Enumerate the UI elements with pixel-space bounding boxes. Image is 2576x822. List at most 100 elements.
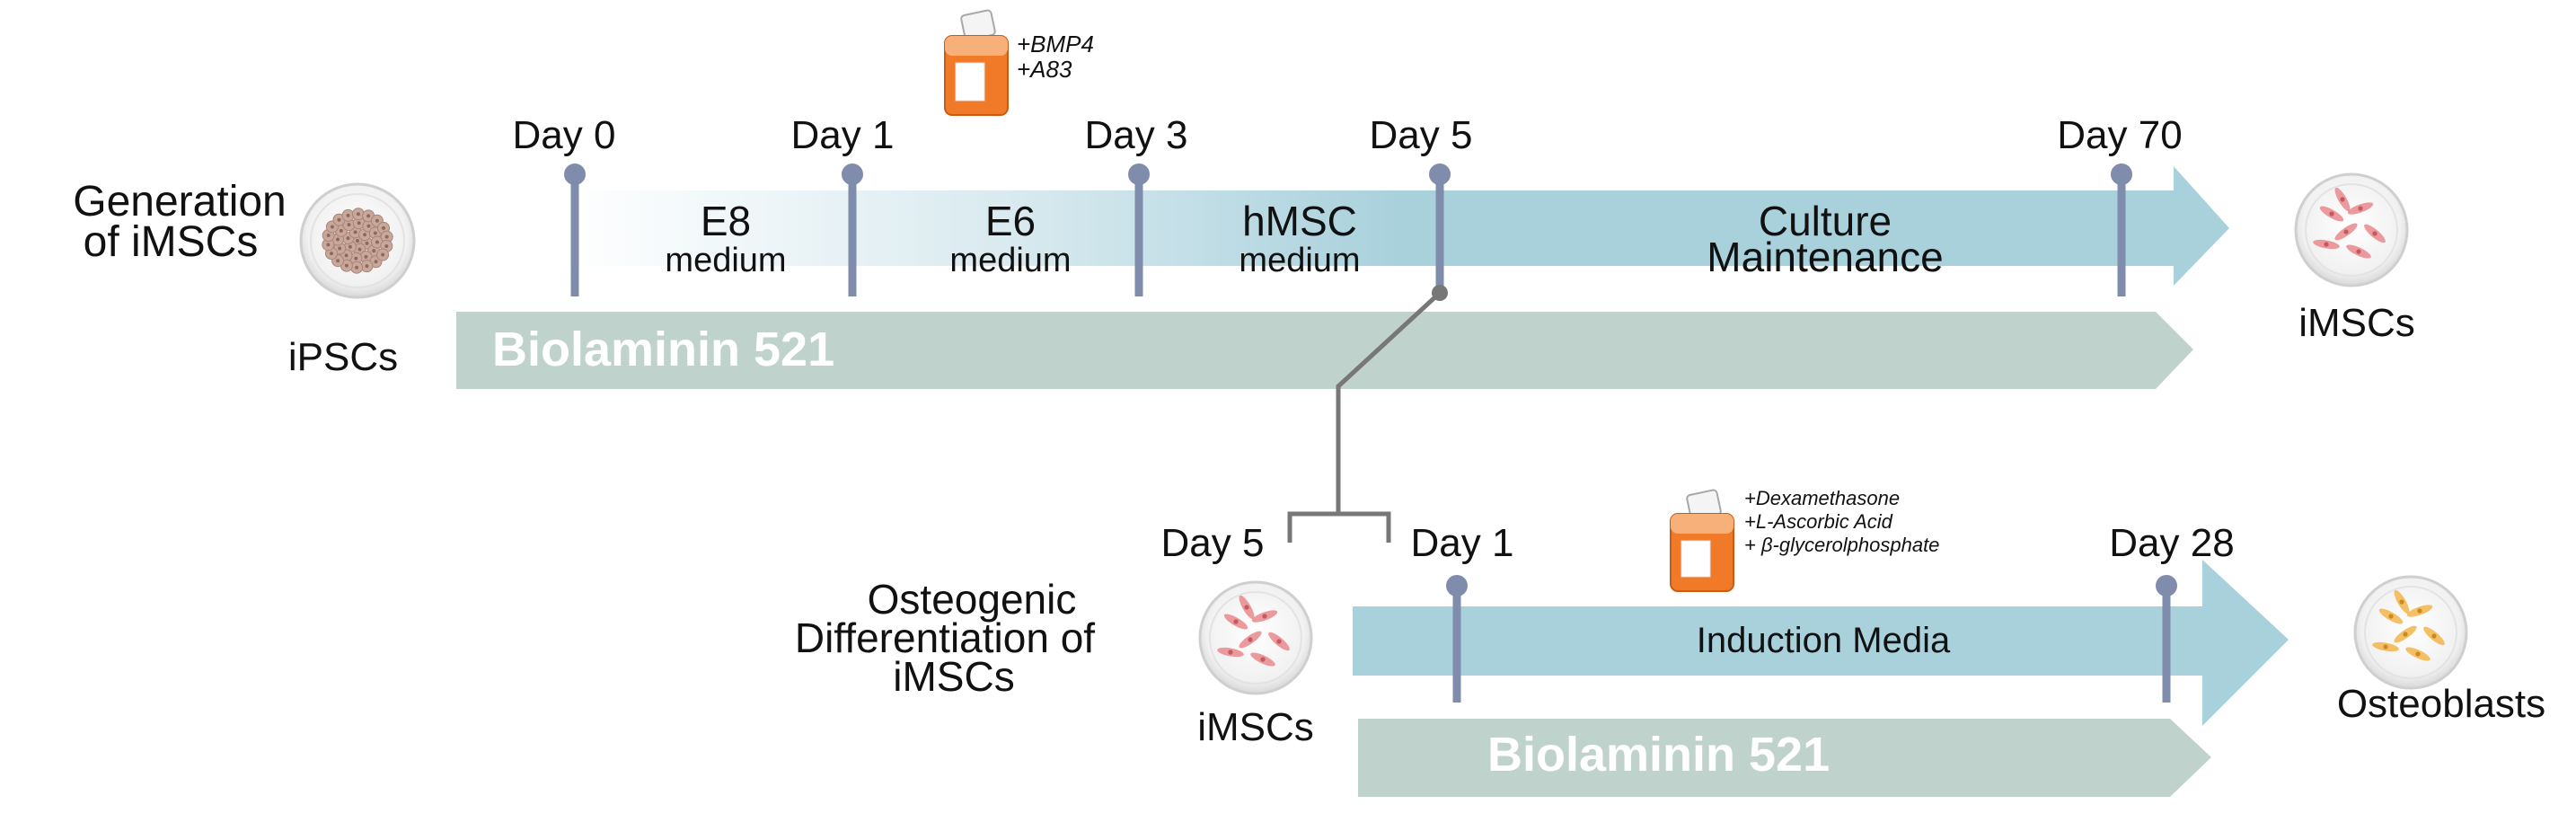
ipsc-label: iPSCs [288, 335, 398, 379]
ipsc-cell-nucleus [384, 243, 389, 248]
cell-nucleus [2356, 249, 2361, 254]
osteogenic-title-line1: Osteogenic [868, 576, 1077, 623]
ipsc-cell-nucleus [339, 228, 343, 233]
bottom-substrate-arrow [1358, 719, 2211, 797]
imsc-source-label: iMSCs [1197, 705, 1314, 749]
cell-nucleus [2417, 608, 2422, 614]
ipsc-cell-nucleus [338, 246, 342, 251]
day-1-label: Day 1 [791, 113, 895, 157]
ipsc-cell-nucleus [326, 234, 331, 238]
cell-nucleus [2372, 231, 2378, 236]
bottom-day-28-pin [2156, 575, 2177, 703]
day-0-label: Day 0 [513, 113, 616, 157]
day-3-label: Day 3 [1085, 113, 1188, 157]
osteogenic-title-line3: iMSCs [893, 653, 1014, 700]
cell-nucleus [2343, 229, 2349, 234]
bottom-day-5-label: Day 5 [1161, 521, 1265, 565]
bottom-day-28-label: Day 28 [2109, 521, 2234, 565]
supplement-ascorbic-acid: +L-Ascorbic Acid [1744, 510, 1893, 533]
ipsc-cell-nucleus [366, 214, 371, 218]
generation-title-line2: of iMSCs [84, 218, 259, 266]
ipsc-cell-nucleus [329, 252, 333, 256]
stage-culture: Culture [1759, 198, 1892, 244]
stage-maintenance: Maintenance [1707, 234, 1943, 280]
cell-nucleus [1228, 650, 1233, 655]
ipsc-cell-nucleus [357, 221, 361, 225]
day-5-label: Day 5 [1370, 113, 1473, 157]
ipsc-cell-nucleus [344, 253, 348, 258]
ipsc-cell-nucleus [364, 254, 368, 259]
ipsc-cell-nucleus [337, 217, 341, 222]
bottom-substrate-label: Biolaminin 521 [1487, 728, 1830, 782]
ipsc-cell-nucleus [384, 234, 389, 239]
day-70-label: Day 70 [2057, 113, 2182, 157]
stage-e6-medium: medium [949, 242, 1071, 279]
induction-media-arrow [1353, 560, 2289, 726]
cell-nucleus [1248, 637, 1253, 642]
bottom-day-1-label: Day 1 [1411, 521, 1514, 565]
bottom-day-1-pin [1446, 575, 1468, 703]
cell-nucleus [2415, 651, 2421, 657]
ipsc-cell-nucleus [355, 265, 359, 270]
cell-nucleus [1260, 657, 1266, 662]
stage-e8-medium: medium [665, 242, 786, 279]
cell-nucleus [2403, 632, 2408, 637]
imsc-source-dish-icon [1198, 580, 1313, 695]
cell-nucleus [2324, 242, 2329, 247]
cell-nucleus [2340, 197, 2345, 202]
ipsc-cell-nucleus [353, 230, 357, 234]
generation-title-line1: Generation [73, 178, 287, 225]
osteogenic-title-line2: Differentiation of [795, 614, 1095, 661]
ipsc-cell-nucleus [348, 244, 352, 249]
supplement-bmp4: +BMP4 [1017, 31, 1094, 57]
imsc-result-label: iMSCs [2298, 301, 2415, 345]
supplement-dexamethasone: +Dexamethasone [1744, 487, 1900, 509]
cell-nucleus [2399, 599, 2404, 605]
ipsc-cell-nucleus [375, 240, 379, 244]
ipsc-cell-nucleus [382, 225, 386, 230]
day-1-pin [842, 164, 863, 296]
generation-section: Generation of iMSCs iPSCs Biolaminin 521… [73, 9, 2415, 389]
stage-e6: E6 [985, 198, 1036, 244]
top-substrate-arrow [456, 312, 2193, 389]
ipsc-cell-nucleus [356, 212, 360, 217]
ipsc-cell-nucleus [347, 223, 351, 227]
day-3-pin [1128, 164, 1150, 296]
ipsc-cell-nucleus [336, 237, 340, 242]
ipsc-cell-nucleus [374, 260, 378, 264]
ipsc-cell-nucleus [356, 239, 359, 243]
supplement-a83: +A83 [1017, 56, 1072, 83]
cell-nucleus [1233, 619, 1239, 624]
day-0-pin [564, 164, 586, 296]
ipsc-cell-nucleus [373, 231, 377, 235]
imsc-result-dish-icon [2294, 172, 2409, 287]
section-connector [1287, 285, 1448, 543]
osteogenic-flask-icon [1670, 489, 1734, 592]
stage-e8: E8 [701, 198, 751, 244]
ipsc-cell-nucleus [365, 241, 369, 245]
ipsc-cell-nucleus [346, 213, 350, 217]
supplement-glycerolphosphate: + β-glycerolphosphate [1744, 534, 1939, 556]
ipsc-cell-nucleus [336, 259, 340, 263]
cell-nucleus [1262, 614, 1267, 619]
cell-nucleus [2388, 614, 2394, 619]
ipsc-cell-nucleus [344, 263, 348, 268]
cell-nucleus [1276, 639, 1282, 644]
top-substrate-label: Biolaminin 521 [492, 323, 834, 376]
ipsc-cell-nucleus [375, 218, 379, 223]
induction-media-label: Induction Media [1697, 621, 1951, 660]
osteoblast-dish-icon [2353, 575, 2468, 690]
bmp4-flask-icon [944, 9, 1009, 116]
osteogenic-section: Osteogenic Differentiation of iMSCs iMSC… [795, 487, 2545, 797]
ipsc-dish-icon [299, 182, 416, 299]
stage-hmsc: hMSC [1242, 198, 1357, 244]
osteoblast-label: Osteoblasts [2337, 682, 2545, 726]
ipsc-cell-nucleus [363, 233, 367, 237]
ipsc-cell-nucleus [372, 249, 376, 253]
top-timeline-arrow [561, 166, 2229, 286]
ipsc-cell-nucleus [366, 224, 371, 228]
ipsc-cell-nucleus [365, 264, 369, 269]
ipsc-cell-nucleus [326, 243, 331, 247]
ipsc-cell-nucleus [346, 236, 350, 241]
